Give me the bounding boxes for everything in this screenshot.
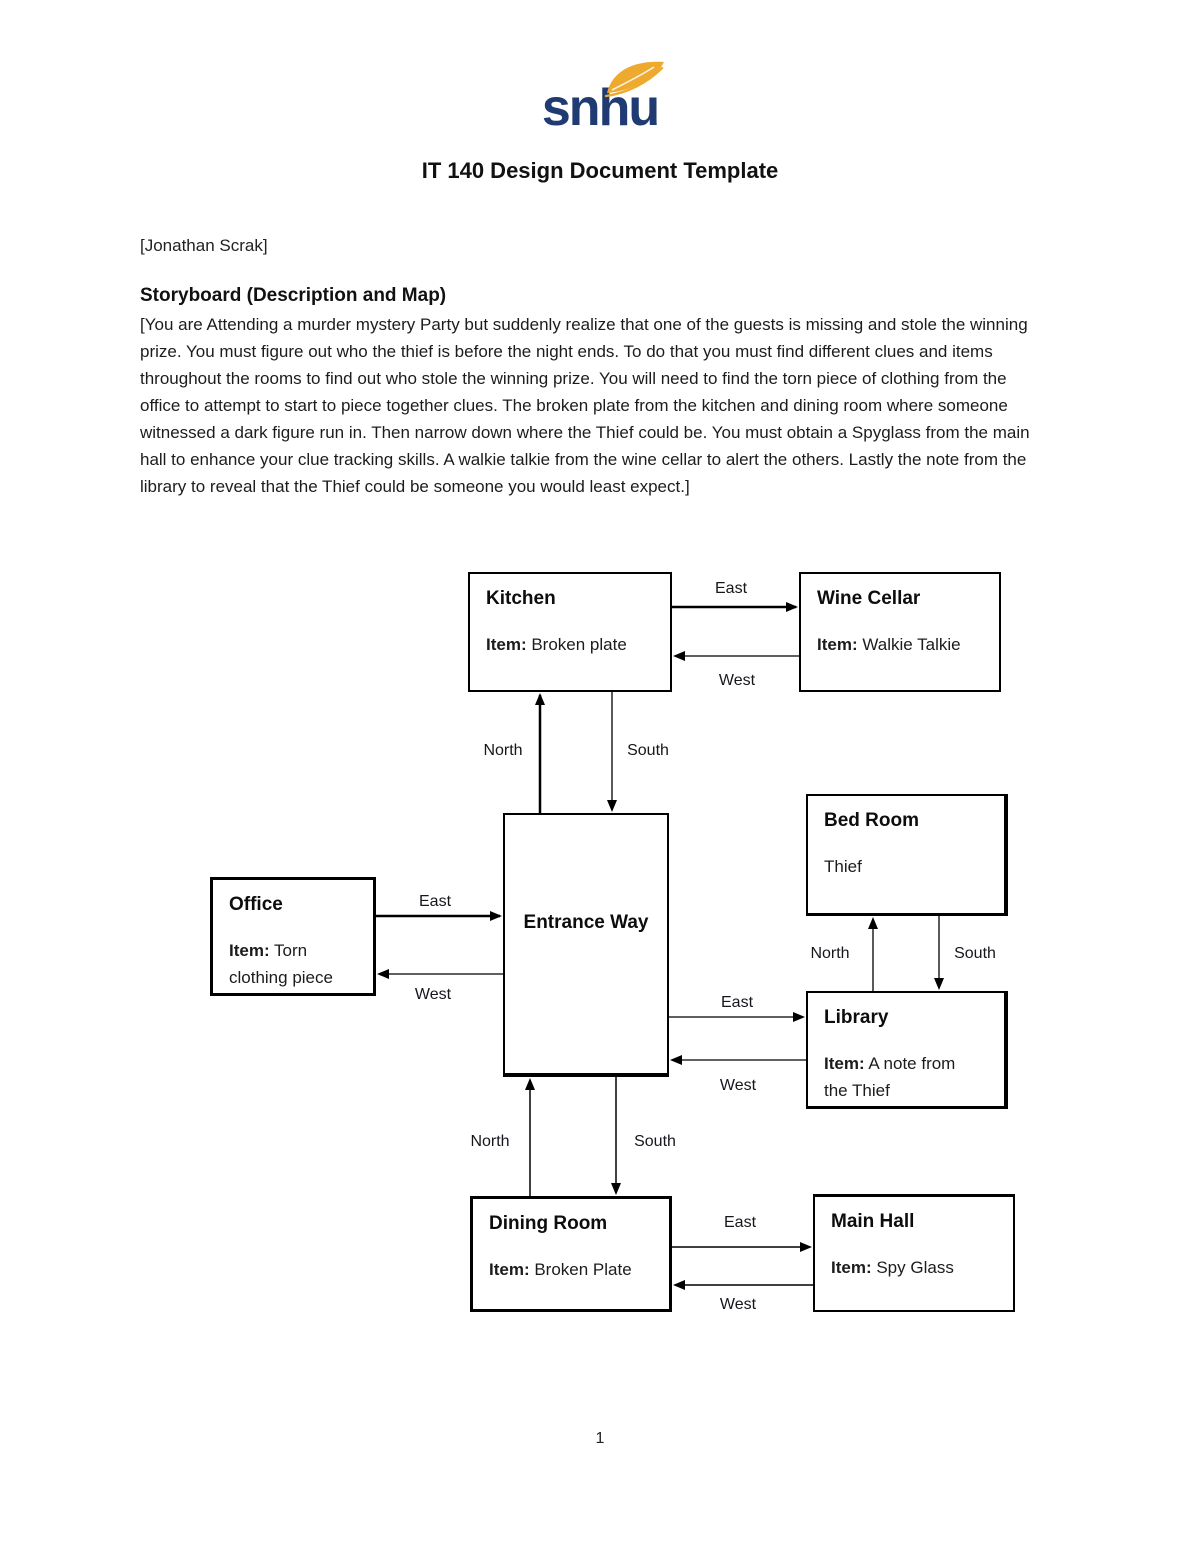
direction-label-west: West: [719, 1077, 757, 1094]
room-box-office: Office Item: Torn clothing piece: [210, 877, 376, 996]
leaf-icon: [604, 61, 665, 98]
room-item: Thief: [824, 853, 988, 880]
item-label: Item:: [831, 1258, 872, 1277]
item-label: Item:: [229, 941, 270, 960]
item-text: Torn clothing piece: [229, 941, 333, 987]
direction-label-east: East: [714, 580, 748, 597]
direction-label-west: West: [719, 1296, 757, 1313]
direction-label-north: North: [470, 1133, 510, 1150]
item-text: Walkie Talkie: [857, 635, 961, 654]
direction-label-east: East: [720, 994, 754, 1011]
item-text: Thief: [824, 857, 862, 876]
room-item: Item: Broken plate: [486, 631, 654, 658]
room-title: Dining Room: [489, 1213, 608, 1234]
item-label: Item:: [817, 635, 858, 654]
storyboard-description: [You are Attending a murder mystery Part…: [140, 315, 1030, 496]
direction-label-north: North: [810, 945, 850, 962]
room-item: Item: A note from the Thief: [824, 1050, 988, 1104]
storyboard-heading: Storyboard (Description and Map): [140, 285, 447, 306]
room-title: Office: [229, 894, 283, 915]
room-item: Item: Walkie Talkie: [817, 631, 983, 658]
direction-label-south: South: [634, 1133, 676, 1150]
direction-label-south: South: [954, 945, 996, 962]
item-text: Spy Glass: [871, 1258, 954, 1277]
room-title: Library: [824, 1007, 889, 1028]
room-item: Item: Torn clothing piece: [229, 937, 357, 991]
room-box-library: Library Item: A note from the Thief: [806, 991, 1008, 1109]
room-title: Main Hall: [831, 1211, 915, 1232]
direction-label-east: East: [418, 893, 452, 910]
direction-label-east: East: [723, 1214, 757, 1231]
room-title: Kitchen: [486, 588, 556, 609]
snhu-logo: snhu: [0, 61, 1200, 137]
item-label: Item:: [824, 1054, 865, 1073]
room-item: Item: Spy Glass: [831, 1254, 997, 1281]
room-box-wine-cellar: Wine Cellar Item: Walkie Talkie: [799, 572, 1001, 692]
item-text: Broken plate: [526, 635, 627, 654]
direction-label-west: West: [414, 986, 452, 1003]
room-box-main-hall: Main Hall Item: Spy Glass: [813, 1194, 1015, 1312]
direction-label-north: North: [483, 742, 523, 759]
room-box-entrance-way: Entrance Way: [503, 813, 669, 1077]
room-title: Wine Cellar: [817, 588, 921, 609]
room-item: Item: Broken Plate: [489, 1256, 653, 1283]
author-name: [Jonathan Scrak]: [140, 236, 268, 255]
item-label: Item:: [489, 1260, 530, 1279]
page-number: 1: [595, 1430, 605, 1447]
item-text: A note from the Thief: [824, 1054, 956, 1100]
room-title: Entrance Way: [523, 912, 649, 933]
room-box-bed-room: Bed Room Thief: [806, 794, 1008, 916]
item-text: Broken Plate: [529, 1260, 632, 1279]
direction-label-south: South: [627, 742, 669, 759]
direction-label-west: West: [718, 672, 756, 689]
room-title: Bed Room: [824, 810, 919, 831]
room-box-kitchen: Kitchen Item: Broken plate: [468, 572, 672, 692]
logo-text: snhu: [541, 79, 660, 137]
document-title: IT 140 Design Document Template: [421, 158, 779, 183]
room-box-dining-room: Dining Room Item: Broken Plate: [470, 1196, 672, 1312]
item-label: Item:: [486, 635, 527, 654]
